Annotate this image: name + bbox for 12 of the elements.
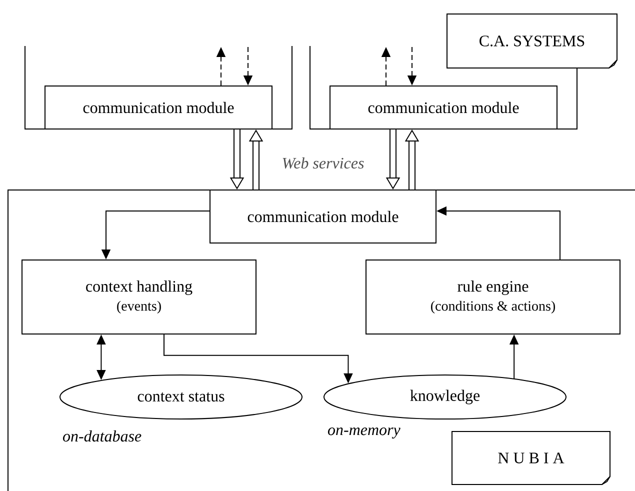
note-label: C.A. SYSTEMS bbox=[446, 14, 618, 68]
process-box: communication module bbox=[210, 190, 436, 244]
process-box: context handling (events) bbox=[22, 260, 256, 334]
storage-note: on-database bbox=[62, 430, 142, 442]
process-box: communication module bbox=[330, 86, 558, 130]
process-box: communication module bbox=[44, 86, 272, 130]
process-box: rule engine (conditions & actions) bbox=[366, 260, 620, 334]
ellipse-node: knowledge bbox=[324, 374, 566, 420]
storage-note: on-memory bbox=[328, 428, 400, 438]
caption-text: Web services bbox=[282, 157, 364, 169]
note-label: N U B I A bbox=[452, 431, 610, 485]
ellipse-node: context status bbox=[60, 374, 302, 420]
